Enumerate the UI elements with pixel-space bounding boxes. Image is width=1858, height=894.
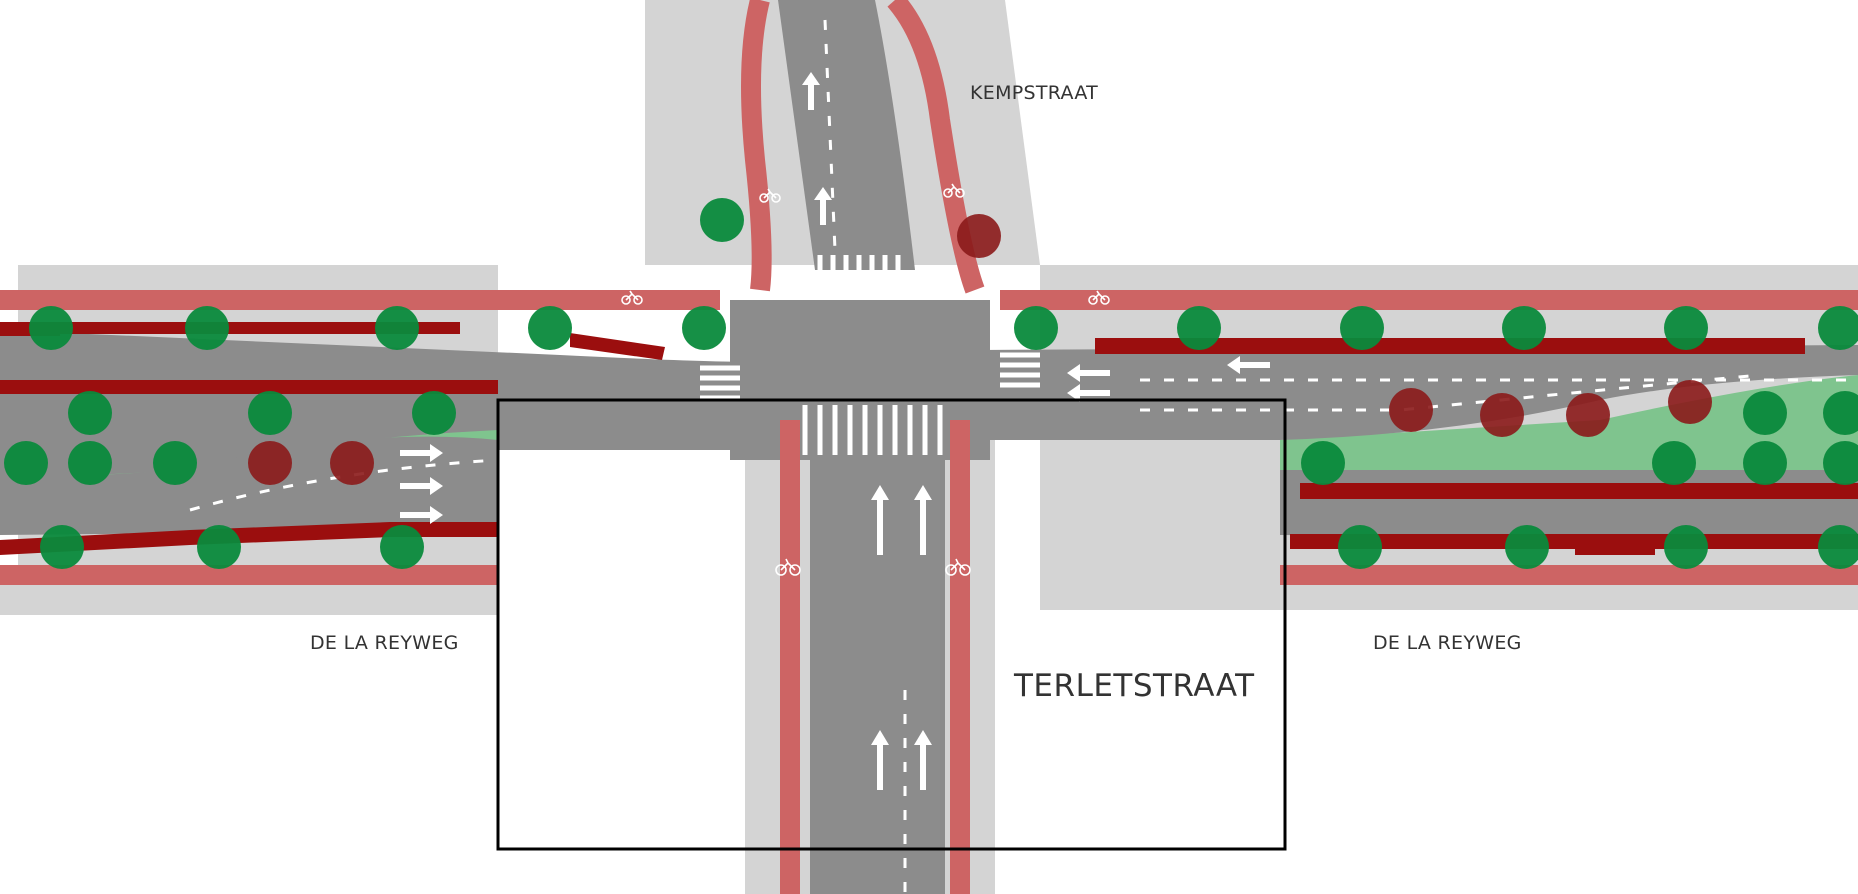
zebra-crossings xyxy=(700,255,1040,455)
street-label-south: TERLETSTRAAT xyxy=(1014,668,1255,704)
curbs xyxy=(0,322,1858,555)
trees-kept xyxy=(4,198,1858,569)
bicycle-icon xyxy=(621,183,1110,576)
street-label-east: DE LA REYWEG xyxy=(1373,632,1522,654)
lane-arrow-icon xyxy=(400,72,1270,790)
street-label-north: KEMPSTRAAT xyxy=(970,82,1099,104)
highlight-frame xyxy=(496,398,1287,851)
trees-removed xyxy=(248,214,1712,485)
street-label-west: DE LA REYWEG xyxy=(310,632,459,654)
